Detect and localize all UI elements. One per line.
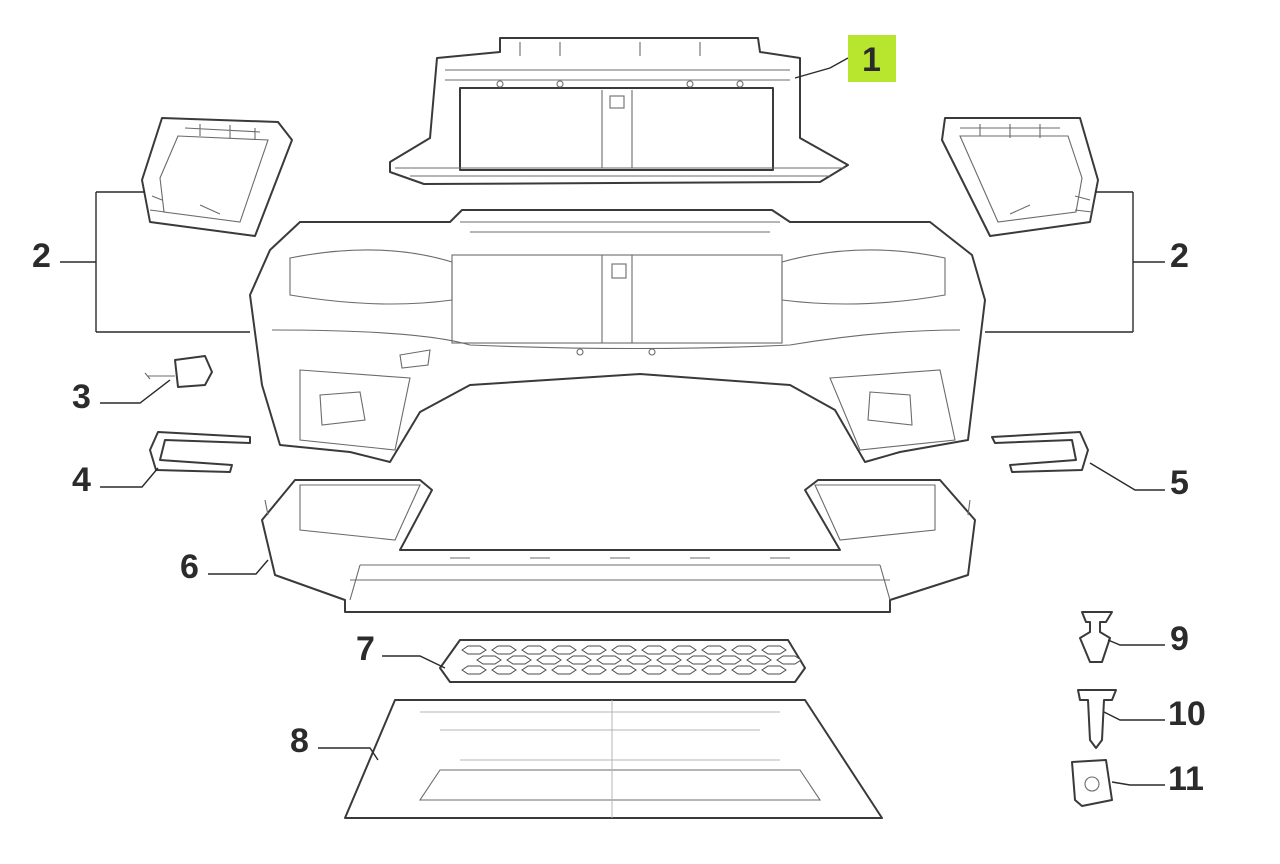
callouts: 1 2 2 3 4 5 6 7 8 9 10 11 <box>32 35 1206 798</box>
callout-10[interactable]: 10 <box>1168 695 1206 733</box>
grille-cell <box>671 665 697 675</box>
callout-1[interactable]: 1 <box>862 41 881 79</box>
grille-cell <box>566 655 592 665</box>
grille-cell <box>491 645 517 655</box>
grille-cell <box>461 645 487 655</box>
grille-cell <box>551 665 577 675</box>
part-7-lower-grille[interactable] <box>439 639 806 683</box>
callout-2-right[interactable]: 2 <box>1170 237 1189 275</box>
grille-cell <box>521 665 547 675</box>
callout-11[interactable]: 11 <box>1168 760 1204 798</box>
grille-cell <box>776 655 802 665</box>
grille-cell <box>596 655 622 665</box>
grille-cell <box>506 655 532 665</box>
grille-cell <box>641 665 667 675</box>
grille-cell <box>701 665 727 675</box>
grille-cell <box>641 645 667 655</box>
callout-9[interactable]: 9 <box>1170 620 1189 658</box>
grille-cell <box>491 665 517 675</box>
callout-6[interactable]: 6 <box>180 548 199 586</box>
grille-cell <box>671 645 697 655</box>
part-11-speed-nut[interactable] <box>1071 759 1113 807</box>
grille-cell <box>536 655 562 665</box>
grille-cell <box>611 665 637 675</box>
leader-lines <box>60 57 1165 786</box>
grille-cell <box>581 665 607 675</box>
grille-cell <box>761 665 787 675</box>
grille-cell <box>731 665 757 675</box>
grille-cell <box>611 645 637 655</box>
main-bumper-cover[interactable] <box>249 209 986 463</box>
part-2-right-fog-frame[interactable] <box>941 117 1099 237</box>
part-1-upper-carrier[interactable] <box>389 37 849 185</box>
part-8-skid-plate[interactable] <box>344 699 883 819</box>
callout-7[interactable]: 7 <box>356 630 375 668</box>
part-5-right-trim[interactable] <box>991 431 1089 473</box>
grille-cell <box>731 645 757 655</box>
callout-8[interactable]: 8 <box>290 722 309 760</box>
grille-cell <box>761 645 787 655</box>
grille-cell <box>746 655 772 665</box>
grille-cell <box>701 645 727 655</box>
callout-3[interactable]: 3 <box>72 378 91 416</box>
grille-cell <box>521 645 547 655</box>
callout-2-left[interactable]: 2 <box>32 237 51 275</box>
callout-1-highlight <box>848 35 896 82</box>
part-10-clip[interactable] <box>1077 689 1117 749</box>
callout-5[interactable]: 5 <box>1170 464 1189 502</box>
grille-cell <box>716 655 742 665</box>
grille-cell <box>626 655 652 665</box>
part-4-left-trim[interactable] <box>149 431 251 473</box>
grille-cell <box>476 655 502 665</box>
callout-4[interactable]: 4 <box>72 461 91 499</box>
grille-cell <box>461 665 487 675</box>
grille-cell <box>581 645 607 655</box>
grille-cell <box>551 645 577 655</box>
part-3-tow-hook-cap[interactable] <box>144 355 213 388</box>
part-9-push-rivet[interactable] <box>1079 611 1113 663</box>
part-2-left-fog-frame[interactable] <box>141 117 293 237</box>
part-6-lower-bumper[interactable] <box>261 479 976 613</box>
grille-cell <box>656 655 682 665</box>
grille-cell <box>686 655 712 665</box>
